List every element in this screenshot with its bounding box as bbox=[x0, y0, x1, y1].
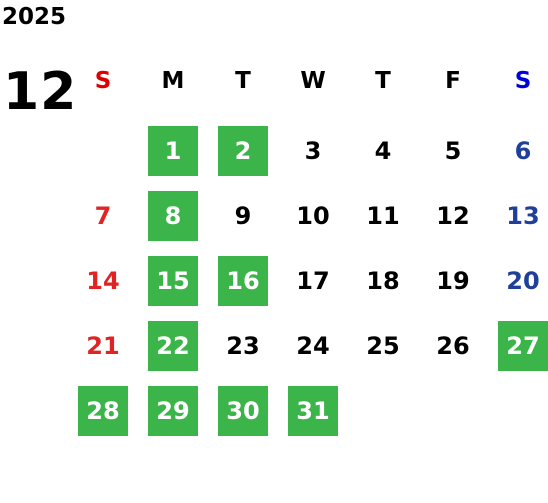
highlighted-day-number: 1 bbox=[148, 125, 198, 176]
day-cell[interactable]: 3 bbox=[278, 118, 348, 183]
day-cell[interactable]: 16 bbox=[208, 248, 278, 313]
day-cell[interactable]: 13 bbox=[488, 183, 548, 248]
highlighted-day-number: 15 bbox=[148, 255, 198, 306]
month-number: 12 bbox=[3, 62, 78, 122]
day-number: 11 bbox=[366, 201, 400, 230]
empty-cell bbox=[68, 118, 138, 183]
day-cell[interactable]: 11 bbox=[348, 183, 418, 248]
day-number: 14 bbox=[86, 266, 120, 295]
day-cell[interactable]: 15 bbox=[138, 248, 208, 313]
highlighted-day-number: 22 bbox=[148, 320, 198, 371]
highlighted-day-number: 16 bbox=[218, 255, 268, 306]
day-cell[interactable]: 31 bbox=[278, 378, 348, 443]
weekday-header-row: S M T W T F S bbox=[68, 58, 548, 104]
day-number: 17 bbox=[296, 266, 330, 295]
day-cell[interactable]: 22 bbox=[138, 313, 208, 378]
day-number: 4 bbox=[374, 136, 392, 165]
day-cell[interactable]: 8 bbox=[138, 183, 208, 248]
day-cell[interactable]: 18 bbox=[348, 248, 418, 313]
day-cell[interactable]: 24 bbox=[278, 313, 348, 378]
day-number: 25 bbox=[366, 331, 400, 360]
day-number: 18 bbox=[366, 266, 400, 295]
day-number: 13 bbox=[506, 201, 540, 230]
weekday-friday: F bbox=[445, 68, 461, 94]
weekday-sunday: S bbox=[94, 68, 112, 94]
day-number: 3 bbox=[304, 136, 322, 165]
day-cell[interactable]: 25 bbox=[348, 313, 418, 378]
day-number: 9 bbox=[234, 201, 252, 230]
weekday-tuesday: T bbox=[235, 68, 251, 94]
highlighted-day-number: 30 bbox=[218, 385, 268, 436]
day-cell[interactable]: 10 bbox=[278, 183, 348, 248]
day-number: 19 bbox=[436, 266, 470, 295]
weekday-monday: M bbox=[161, 68, 185, 94]
day-number: 10 bbox=[296, 201, 330, 230]
day-number: 26 bbox=[436, 331, 470, 360]
highlighted-day-number: 28 bbox=[78, 385, 128, 436]
day-number: 20 bbox=[506, 266, 540, 295]
day-cell[interactable]: 26 bbox=[418, 313, 488, 378]
day-cell[interactable]: 6 bbox=[488, 118, 548, 183]
highlighted-day-number: 29 bbox=[148, 385, 198, 436]
day-cell[interactable]: 30 bbox=[208, 378, 278, 443]
day-cell[interactable]: 12 bbox=[418, 183, 488, 248]
day-cell[interactable]: 28 bbox=[68, 378, 138, 443]
day-cell[interactable]: 17 bbox=[278, 248, 348, 313]
day-cell[interactable]: 1 bbox=[138, 118, 208, 183]
year-label: 2025 bbox=[2, 4, 67, 30]
day-cell[interactable]: 19 bbox=[418, 248, 488, 313]
day-cell[interactable]: 2 bbox=[208, 118, 278, 183]
day-number: 6 bbox=[514, 136, 532, 165]
day-cell[interactable]: 29 bbox=[138, 378, 208, 443]
day-cell[interactable]: 14 bbox=[68, 248, 138, 313]
day-number: 12 bbox=[436, 201, 470, 230]
weekday-saturday: S bbox=[514, 68, 532, 94]
day-cell[interactable]: 9 bbox=[208, 183, 278, 248]
day-cell[interactable]: 7 bbox=[68, 183, 138, 248]
day-cell[interactable]: 5 bbox=[418, 118, 488, 183]
day-number: 23 bbox=[226, 331, 260, 360]
day-cell[interactable]: 21 bbox=[68, 313, 138, 378]
day-number: 5 bbox=[444, 136, 462, 165]
weekday-thursday: T bbox=[375, 68, 391, 94]
day-cell[interactable]: 20 bbox=[488, 248, 548, 313]
day-number: 21 bbox=[86, 331, 120, 360]
highlighted-day-number: 27 bbox=[498, 320, 548, 371]
highlighted-day-number: 31 bbox=[288, 385, 338, 436]
highlighted-day-number: 2 bbox=[218, 125, 268, 176]
day-cell[interactable]: 23 bbox=[208, 313, 278, 378]
day-number: 24 bbox=[296, 331, 330, 360]
day-number: 7 bbox=[94, 201, 112, 230]
day-cell[interactable]: 27 bbox=[488, 313, 548, 378]
highlighted-day-number: 8 bbox=[148, 190, 198, 241]
day-cell[interactable]: 4 bbox=[348, 118, 418, 183]
weekday-wednesday: W bbox=[300, 68, 326, 94]
